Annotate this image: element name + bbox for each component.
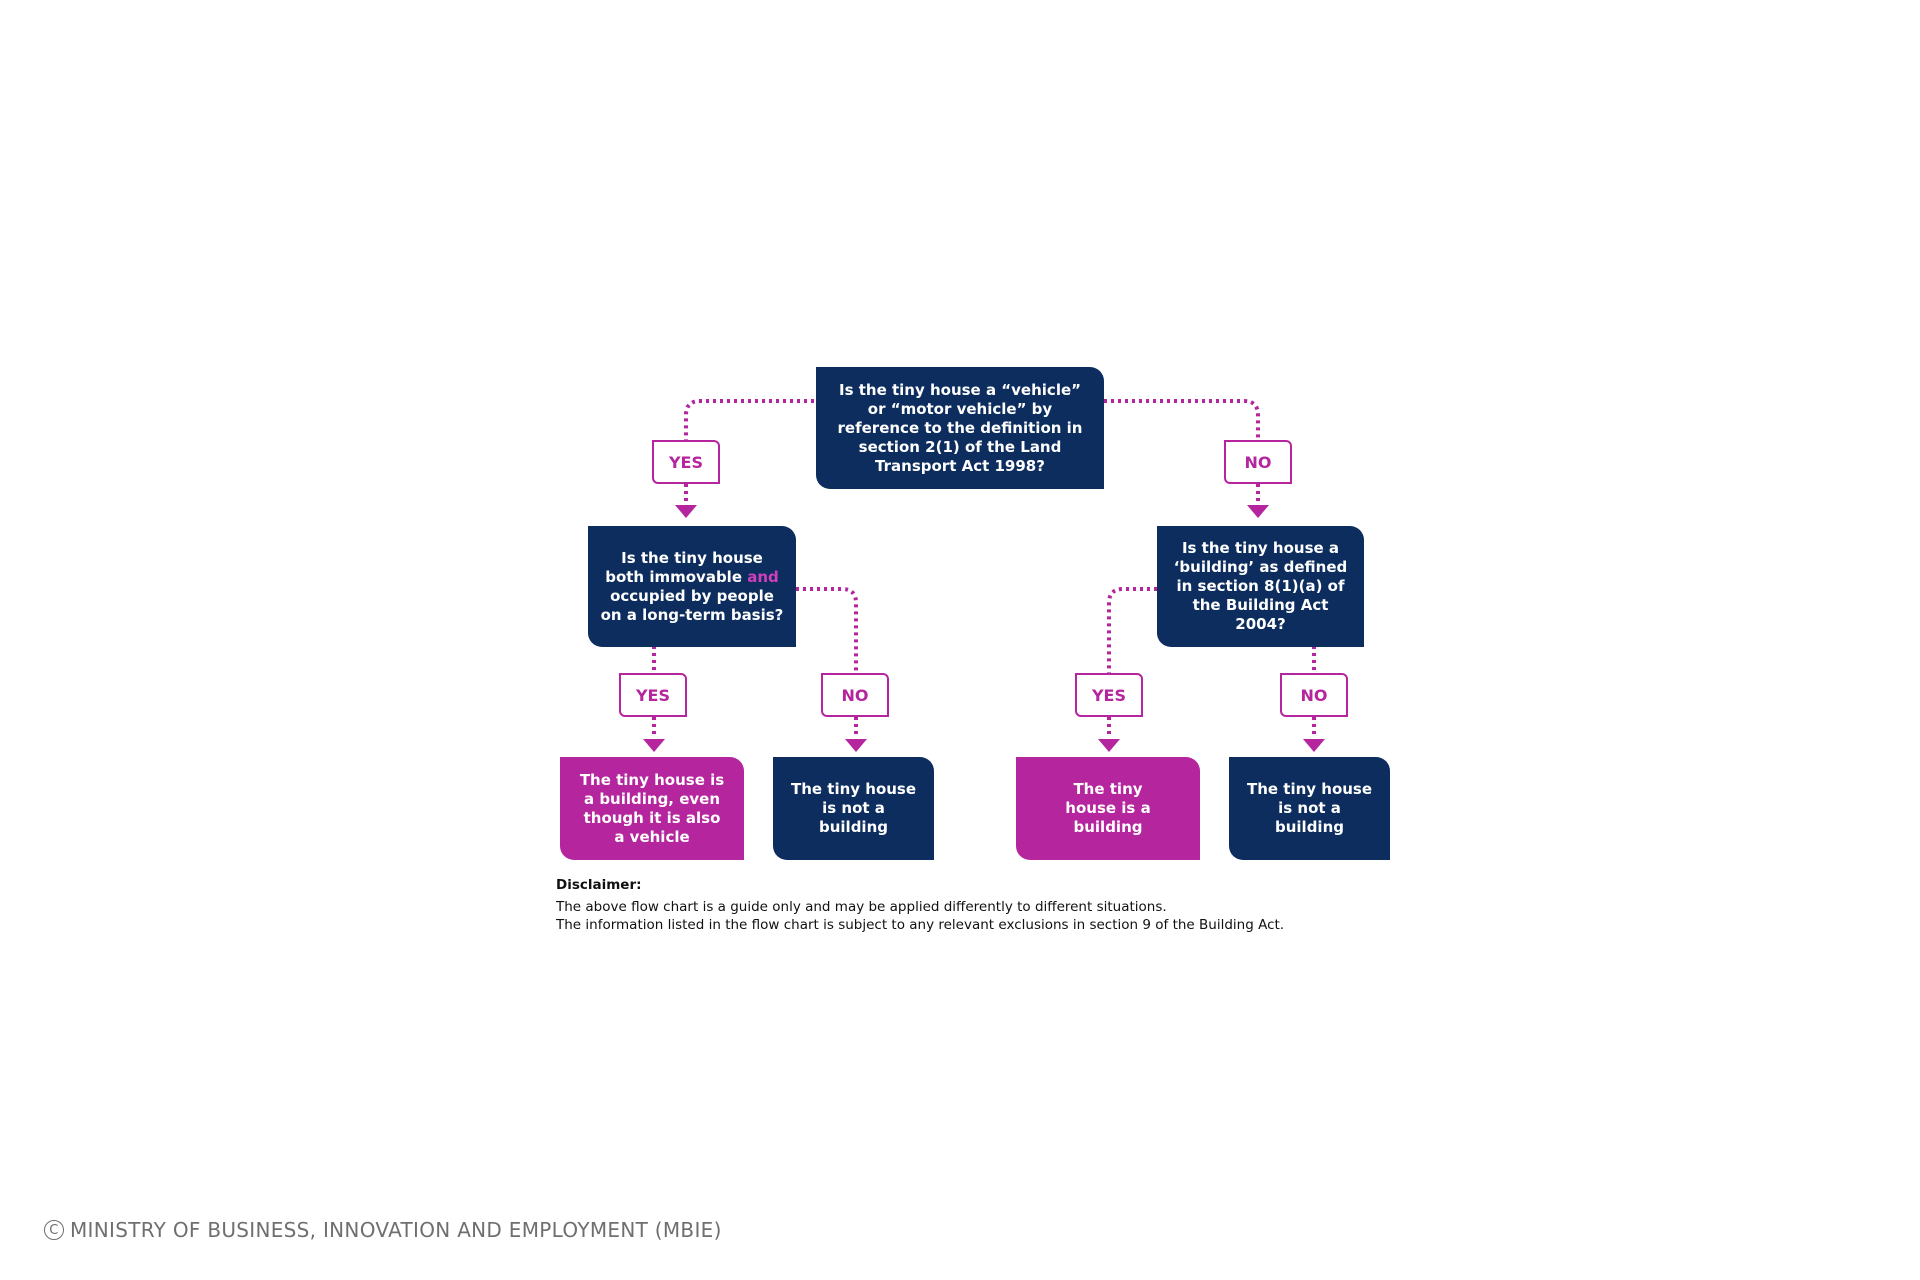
arrowhead-right-yes: [1098, 739, 1120, 752]
outcome-left-no-text: The tiny house is not a building: [790, 780, 917, 836]
arrowhead-left-no: [845, 739, 867, 752]
right-question-text: Is the tiny house a ‘building’ as define…: [1173, 539, 1348, 633]
right-no-label-text: NO: [1300, 685, 1328, 705]
root-question-box: Is the tiny house a “vehicle” or “motor …: [816, 367, 1104, 489]
outcome-left-no-box: The tiny house is not a building: [773, 757, 934, 860]
right-yes-label-text: YES: [1091, 685, 1127, 705]
copyright-text: MINISTRY OF BUSINESS, INNOVATION AND EMP…: [70, 1218, 722, 1242]
root-no-label-text: NO: [1244, 452, 1272, 472]
left-no-label-text: NO: [841, 685, 869, 705]
right-question-box: Is the tiny house a ‘building’ as define…: [1157, 526, 1364, 647]
outcome-right-no-box: The tiny house is not a building: [1229, 757, 1390, 860]
connector-left-no: [796, 587, 858, 673]
connector-right-yes: [1107, 587, 1157, 673]
arrowhead-root-yes: [675, 505, 697, 518]
outcome-right-yes-box: The tiny house is a building: [1016, 757, 1200, 860]
left-question-text-accent: and: [747, 567, 779, 586]
copyright-icon: C: [44, 1220, 64, 1240]
outcome-right-yes-text: The tiny house is a building: [1065, 780, 1151, 836]
copyright-notice: C MINISTRY OF BUSINESS, INNOVATION AND E…: [44, 1218, 722, 1242]
outcome-left-yes-box: The tiny house is a building, even thoug…: [560, 757, 744, 860]
left-question-text: Is the tiny house both immovable and occ…: [600, 549, 784, 625]
connector-root-yes: [684, 399, 814, 440]
disclaimer-heading: Disclaimer:: [556, 877, 642, 893]
disclaimer-line-1: The above flow chart is a guide only and…: [556, 899, 1167, 915]
root-question-text: Is the tiny house a “vehicle” or “motor …: [837, 380, 1083, 475]
left-question-text-after: occupied by people on a long-term basis?: [600, 586, 784, 624]
arrowhead-root-no: [1247, 505, 1269, 518]
left-no-label: NO: [821, 673, 889, 717]
left-question-text-before: Is the tiny house both immovable: [605, 548, 763, 586]
root-yes-label-text: YES: [668, 452, 704, 472]
left-question-box: Is the tiny house both immovable and occ…: [588, 526, 796, 647]
right-yes-label: YES: [1075, 673, 1143, 717]
connector-root-no: [1104, 399, 1260, 440]
outcome-right-no-text: The tiny house is not a building: [1246, 780, 1373, 836]
root-yes-label: YES: [652, 440, 720, 484]
disclaimer-line-2: The information listed in the flow chart…: [556, 917, 1285, 933]
right-no-label: NO: [1280, 673, 1348, 717]
arrowhead-right-no: [1303, 739, 1325, 752]
root-no-label: NO: [1224, 440, 1292, 484]
outcome-left-yes-text: The tiny house is a building, even thoug…: [579, 770, 725, 846]
disclaimer: Disclaimer: The above flow chart is a gu…: [556, 876, 1456, 934]
left-yes-label: YES: [619, 673, 687, 717]
arrowhead-left-yes: [643, 739, 665, 752]
left-yes-label-text: YES: [635, 685, 671, 705]
